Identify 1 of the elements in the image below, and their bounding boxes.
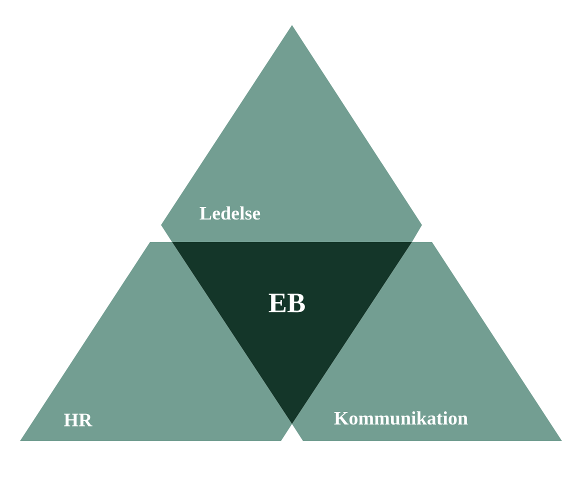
top-triangle: Ledelse — [161, 25, 422, 242]
